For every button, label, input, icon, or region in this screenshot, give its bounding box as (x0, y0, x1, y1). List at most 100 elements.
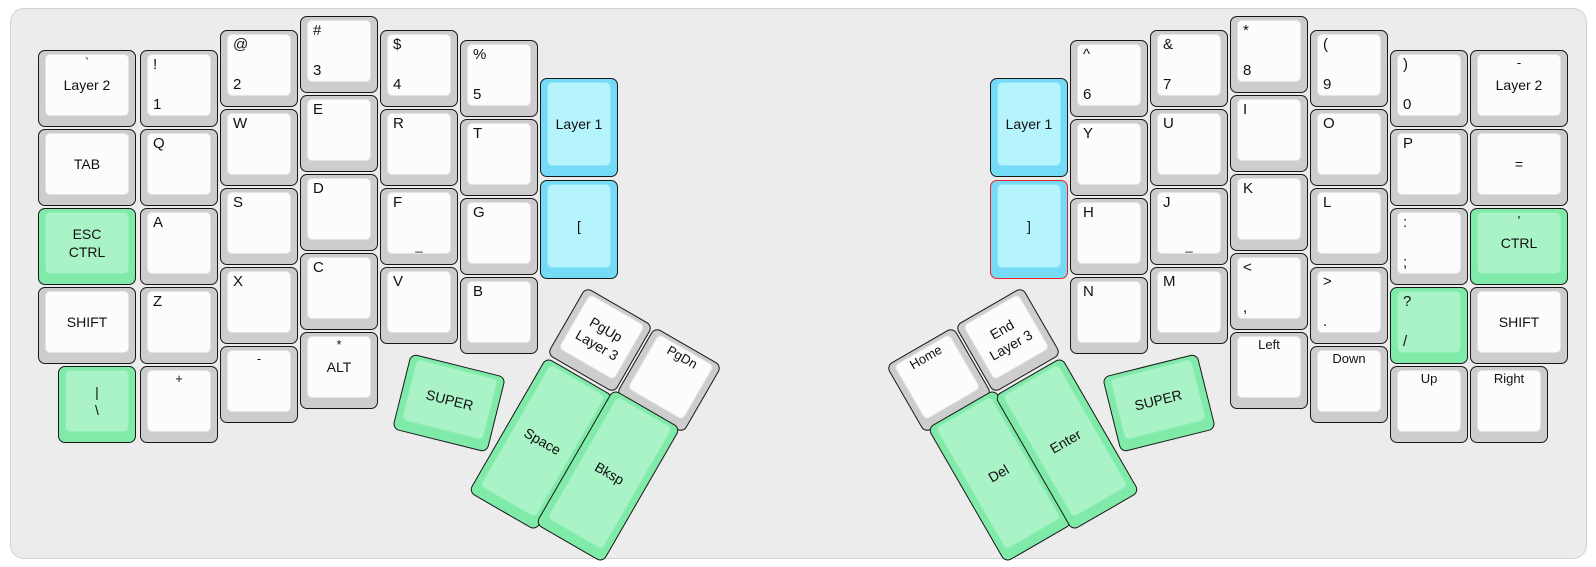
key-arrow-right[interactable]: Right (1470, 366, 1548, 443)
key-super-right[interactable]: SUPER (1102, 353, 1216, 453)
key-plus[interactable]: + (140, 366, 218, 443)
legend-top-left: Q (153, 135, 165, 152)
legend-top-left: ( (1323, 36, 1328, 53)
key-shift-left[interactable]: SHIFT (38, 287, 136, 364)
legend-top-left: > (1323, 273, 1332, 290)
key-n[interactable]: N (1070, 277, 1148, 354)
legend-top-center: * (336, 337, 342, 352)
key-a[interactable]: A (140, 208, 218, 285)
key-esc-ctrl[interactable]: ESC CTRL (38, 208, 136, 285)
key-exclam-1[interactable]: !1 (140, 50, 218, 127)
key-star-8[interactable]: *8 (1230, 16, 1308, 93)
key-m[interactable]: M (1150, 267, 1228, 344)
key-g[interactable]: G (460, 198, 538, 275)
legend-top-left: K (1243, 180, 1254, 197)
key-k[interactable]: K (1230, 174, 1308, 251)
key-caret-6[interactable]: ^6 (1070, 40, 1148, 117)
key-i[interactable]: I (1230, 95, 1308, 172)
legend-top-left: X (233, 273, 244, 290)
legend-bottom-left: ; (1403, 253, 1408, 271)
key-l[interactable]: L (1310, 188, 1388, 265)
key-greater-period[interactable]: >. (1310, 267, 1388, 344)
key-j[interactable]: J_ (1150, 188, 1228, 265)
key-s[interactable]: S (220, 188, 298, 265)
keycap-top: H (1077, 202, 1141, 264)
key-y[interactable]: Y (1070, 119, 1148, 196)
key-shift-right[interactable]: SHIFT (1470, 287, 1568, 364)
legend-top-left: I (1243, 101, 1248, 118)
key-w[interactable]: W (220, 109, 298, 186)
keycap-top: *ALT (307, 336, 371, 398)
keycap-top: I (1237, 99, 1301, 161)
key-d[interactable]: D (300, 174, 378, 251)
keycap-top: ?/ (1397, 291, 1461, 353)
keycap-top: 'CTRL (1477, 212, 1561, 274)
key-at-2[interactable]: @2 (220, 30, 298, 107)
key-hash-3[interactable]: #3 (300, 16, 378, 93)
key-grave-layer2[interactable]: `Layer 2 (38, 50, 136, 127)
key-t[interactable]: T (460, 119, 538, 196)
key-u[interactable]: U (1150, 109, 1228, 186)
key-p[interactable]: P (1390, 129, 1468, 206)
key-b[interactable]: B (460, 277, 538, 354)
key-h[interactable]: H (1070, 198, 1148, 275)
legend-center: Enter (1046, 425, 1084, 457)
legend-bottom-center: _ (415, 238, 423, 253)
keycap-top: !1 (147, 54, 211, 116)
keycap-top: Layer 1 (547, 82, 611, 166)
key-e[interactable]: E (300, 95, 378, 172)
key-dollar-4[interactable]: $4 (380, 30, 458, 107)
legend-bottom-left: 8 (1243, 61, 1252, 79)
keycap-top: Z (147, 291, 211, 353)
key-colon-semicolon[interactable]: :; (1390, 208, 1468, 285)
key-tab[interactable]: TAB (38, 129, 136, 206)
key-arrow-up[interactable]: Up (1390, 366, 1468, 443)
keycap-top: U (1157, 113, 1221, 175)
key-paren-9[interactable]: (9 (1310, 30, 1388, 107)
key-c[interactable]: C (300, 253, 378, 330)
key-layer1-left[interactable]: Layer 1 (540, 78, 618, 177)
legend-center: Layer 2 (63, 76, 111, 93)
key-arrow-down[interactable]: Down (1310, 346, 1388, 423)
key-v[interactable]: V (380, 267, 458, 344)
key-f[interactable]: F_ (380, 188, 458, 265)
legend-top-left: D (313, 180, 324, 197)
key-pipe-backslash[interactable]: | \ (58, 366, 136, 443)
legend-top-left: O (1323, 115, 1335, 132)
key-r[interactable]: R (380, 109, 458, 186)
key-q[interactable]: Q (140, 129, 218, 206)
key-percent-5[interactable]: %5 (460, 40, 538, 117)
key-minus[interactable]: - (220, 346, 298, 423)
legend-top-left: @ (233, 36, 249, 53)
legend-top-left: T (473, 125, 483, 142)
legend-center: Layer 1 (1005, 115, 1053, 132)
legend-top-left: ? (1403, 293, 1412, 310)
key-left-bracket[interactable]: [ (540, 180, 618, 279)
keycap-top: Left (1237, 336, 1301, 398)
key-x[interactable]: X (220, 267, 298, 344)
key-equals[interactable]: = (1470, 129, 1568, 206)
key-less-comma[interactable]: <, (1230, 253, 1308, 330)
key-question-slash[interactable]: ?/ (1390, 287, 1468, 364)
keycap-top: )0 (1397, 54, 1461, 116)
key-super-left[interactable]: SUPER (392, 353, 506, 453)
key-z[interactable]: Z (140, 287, 218, 364)
key-paren-0[interactable]: )0 (1390, 50, 1468, 127)
key-minus-layer2[interactable]: -Layer 2 (1470, 50, 1568, 127)
key-star-alt[interactable]: *ALT (300, 332, 378, 409)
keycap-top: V (387, 271, 451, 333)
key-arrow-left[interactable]: Left (1230, 332, 1308, 409)
legend-center: = (1514, 155, 1524, 172)
key-amp-7[interactable]: &7 (1150, 30, 1228, 107)
key-quote-ctrl[interactable]: 'CTRL (1470, 208, 1568, 285)
legend-bottom-left: 4 (393, 75, 402, 93)
key-o[interactable]: O (1310, 109, 1388, 186)
legend-top-center: - (256, 351, 262, 366)
legend-top-center: Down (1332, 351, 1366, 366)
legend-top-center: - (1516, 55, 1522, 70)
key-right-bracket[interactable]: ] (990, 180, 1068, 279)
key-layer1-right[interactable]: Layer 1 (990, 78, 1068, 177)
legend-center: SHIFT (66, 313, 108, 330)
keycap-top: O (1317, 113, 1381, 175)
